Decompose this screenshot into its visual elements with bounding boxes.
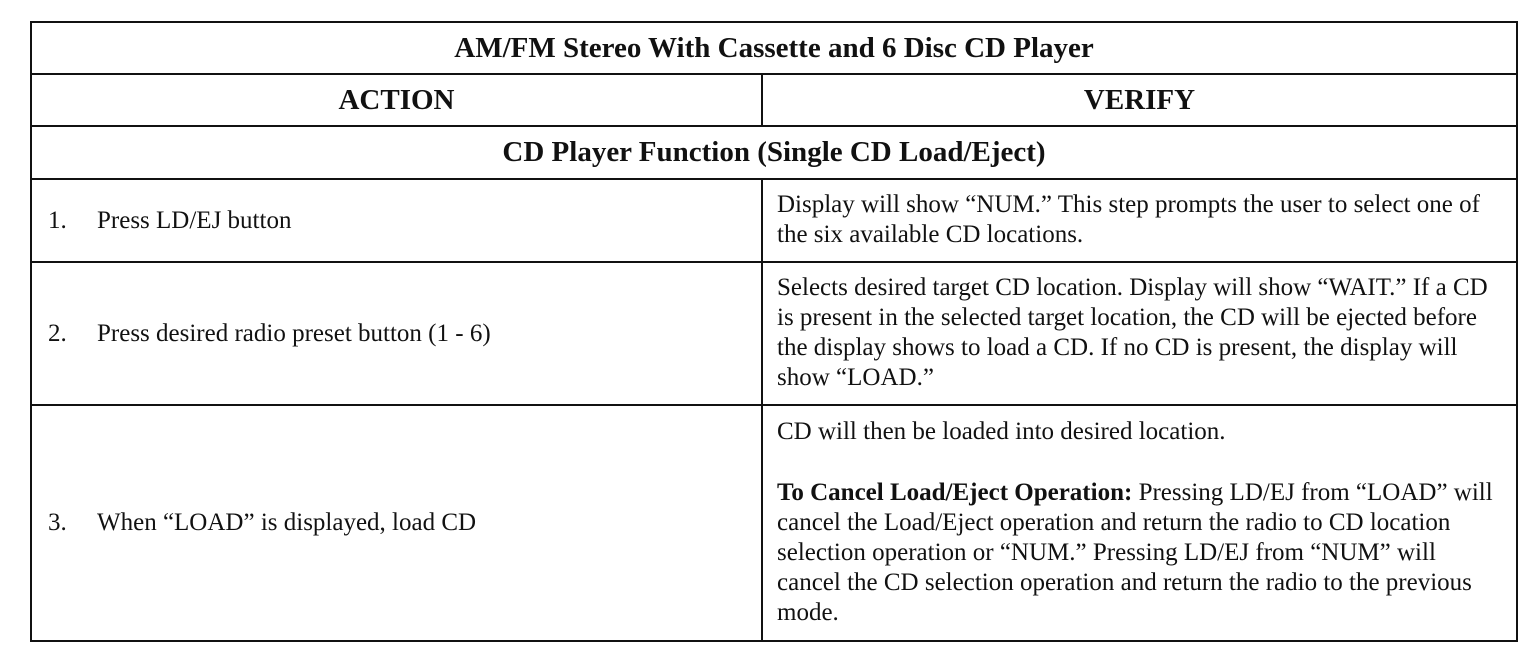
step-verify: Selects desired target CD location. Disp… — [777, 274, 1488, 391]
table-row: 2. Press desired radio preset button (1 -… — [30, 261, 1519, 406]
step-verify: Display will show “NUM.” This step promp… — [777, 191, 1480, 248]
step-action: Press LD/EJ button — [97, 206, 292, 234]
title-row: AM/FM Stereo With Cassette and 6 Disc CD… — [29, 21, 1519, 75]
section-title: CD Player Function (Single CD Load/Eject… — [29, 125, 1519, 180]
action-cell: 2. Press desired radio preset button (1 -… — [30, 261, 763, 406]
step-action: Press desired radio preset button (1 - 6… — [97, 319, 491, 347]
verify-cell: CD will then be loaded into desired loca… — [760, 404, 1519, 642]
table-row: 1. Press LD/EJ button Display will show “… — [30, 178, 1519, 263]
action-cell: 3. When “LOAD” is displayed, load CD — [30, 404, 763, 642]
table-title: AM/FM Stereo With Cassette and 6 Disc CD… — [29, 21, 1519, 75]
step-verify: CD will then be loaded into desired loca… — [777, 418, 1226, 445]
procedure-table: AM/FM Stereo With Cassette and 6 Disc CD… — [29, 21, 1519, 642]
action-cell: 1. Press LD/EJ button — [30, 178, 763, 263]
step-number: 1. — [48, 206, 67, 234]
verify-column-header: VERIFY — [760, 73, 1519, 127]
action-column-header: ACTION — [30, 73, 763, 127]
cancel-note-text: Pressing LD/EJ from “LOAD” will cancel t… — [777, 479, 1493, 626]
verify-cell: Selects desired target CD location. Disp… — [760, 261, 1519, 406]
verify-cell: Display will show “NUM.” This step promp… — [760, 178, 1519, 263]
table-row: 3. When “LOAD” is displayed, load CD CD w… — [30, 404, 1519, 642]
step-action: When “LOAD” is displayed, load CD — [97, 509, 477, 536]
cancel-note: To Cancel Load/Eject Operation: Pressing… — [777, 478, 1502, 628]
step-number: 2. — [48, 319, 67, 347]
step-number: 3. — [48, 509, 67, 536]
section-row: CD Player Function (Single CD Load/Eject… — [29, 125, 1519, 180]
header-row: ACTION VERIFY — [30, 73, 1519, 127]
cancel-note-label: To Cancel Load/Eject Operation: — [777, 479, 1133, 506]
